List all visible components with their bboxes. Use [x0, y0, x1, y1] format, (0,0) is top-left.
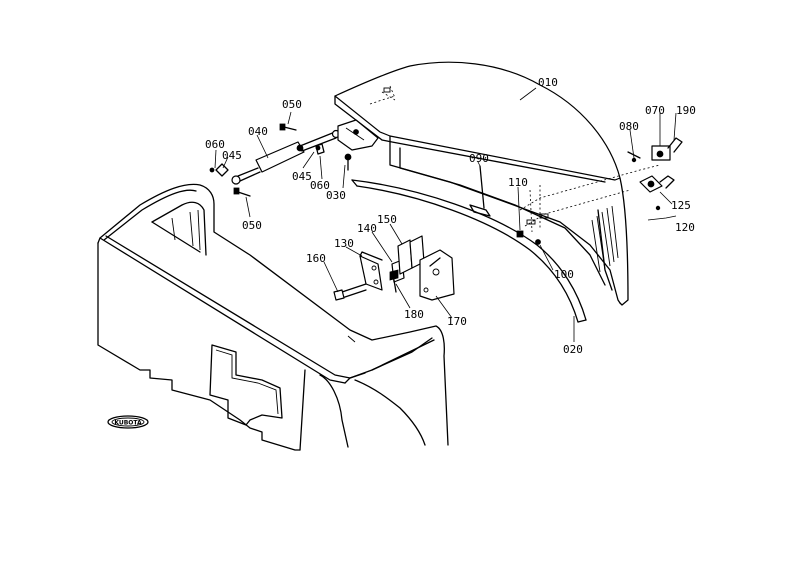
label-050-bottom: 050	[242, 219, 262, 232]
tractor-body	[97, 183, 449, 451]
label-070: 070	[645, 104, 665, 117]
latch-assembly	[469, 137, 683, 245]
label-100: 100	[554, 268, 574, 281]
label-125: 125	[671, 199, 691, 212]
gas-spring	[209, 119, 379, 197]
label-045-left: 045	[222, 149, 242, 162]
label-060-left: 060	[205, 138, 225, 151]
part-labels: 010 020 030 040 045 045 050 050 060 060 …	[205, 76, 696, 356]
logo-text: KUBOTA	[114, 420, 142, 427]
kubota-logo: KUBOTA	[107, 415, 149, 429]
seal-strip	[351, 179, 587, 323]
label-020: 020	[563, 343, 583, 356]
mounting-brackets	[333, 235, 455, 301]
label-170: 170	[447, 315, 467, 328]
label-090: 090	[469, 152, 489, 165]
label-060-right: 060	[310, 179, 330, 192]
label-010: 010	[538, 76, 558, 89]
label-110: 110	[508, 176, 528, 189]
label-180: 180	[404, 308, 424, 321]
label-150: 150	[377, 213, 397, 226]
label-140: 140	[357, 222, 377, 235]
label-045-right: 045	[292, 170, 312, 183]
hood-panel	[334, 61, 661, 306]
label-130: 130	[334, 237, 354, 250]
label-160: 160	[306, 252, 326, 265]
label-050-top: 050	[282, 98, 302, 111]
label-040: 040	[248, 125, 268, 138]
leader-lines	[214, 87, 677, 342]
label-030: 030	[326, 189, 346, 202]
label-080: 080	[619, 120, 639, 133]
label-190: 190	[676, 104, 696, 117]
label-120: 120	[675, 221, 695, 234]
